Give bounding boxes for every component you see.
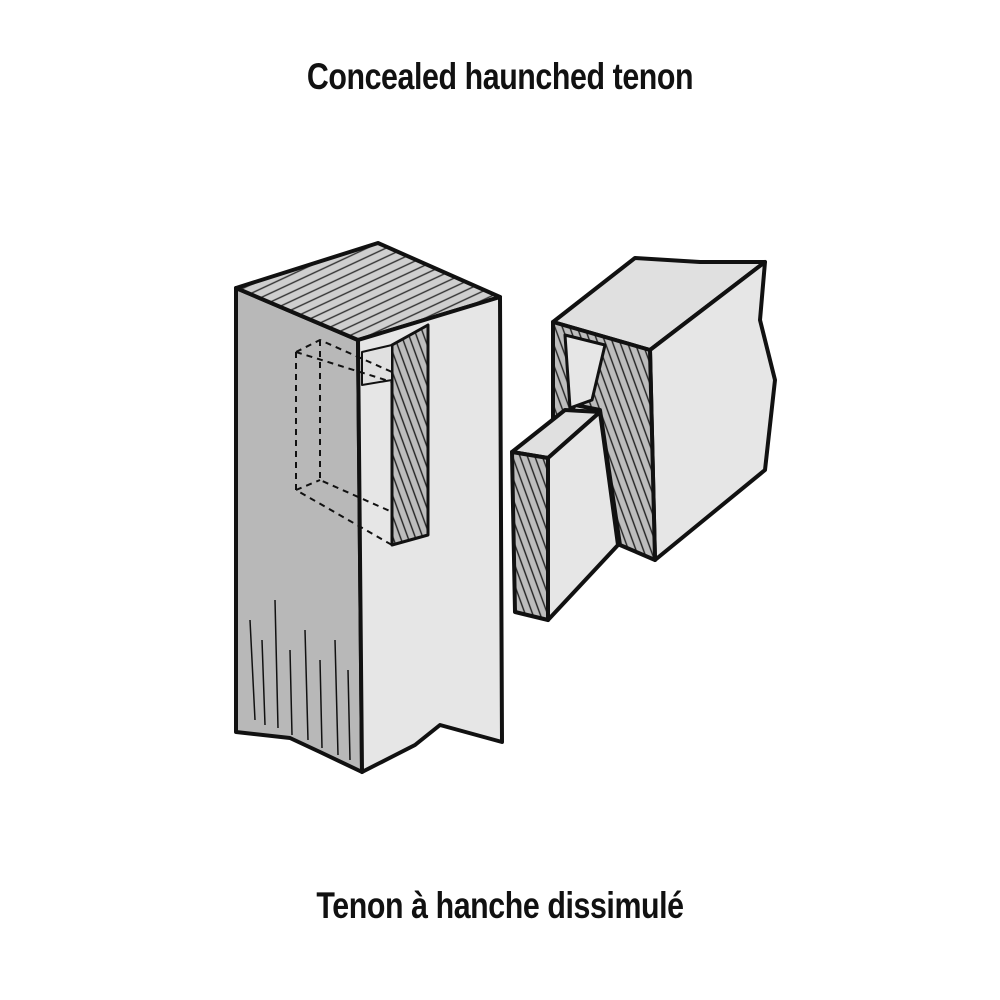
hidden-mortise-dashes bbox=[295, 339, 393, 546]
english-caption: Concealed haunched tenon bbox=[306, 56, 694, 97]
mortise-post bbox=[234, 241, 504, 774]
mortise-slot bbox=[390, 323, 430, 547]
french-caption: Tenon à hanche dissimulé bbox=[316, 885, 684, 926]
post-left-face bbox=[234, 286, 364, 774]
tenon-rail bbox=[510, 256, 777, 622]
haunch bbox=[563, 333, 607, 410]
post-grain-lines bbox=[249, 599, 351, 761]
tenon-end-grain bbox=[510, 450, 550, 622]
